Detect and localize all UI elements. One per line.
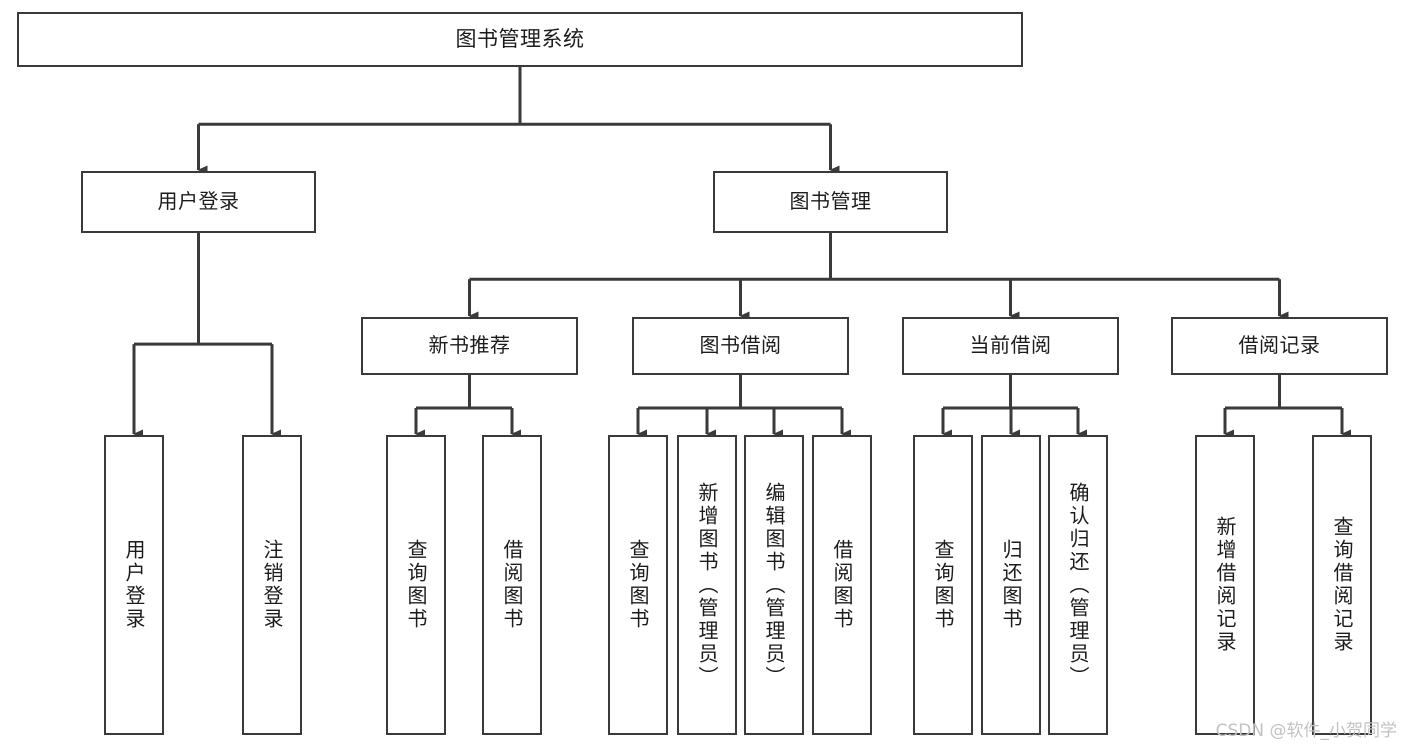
node-current-borrow[interactable]: 当前借阅 — [902, 317, 1119, 375]
leaf-return-book[interactable]: 归还图书 — [981, 435, 1041, 735]
connector-layer — [132, 67, 1351, 439]
leaf-confirm-return-admin[interactable]: 确认归还（管理员） — [1048, 435, 1108, 735]
node-book-borrow[interactable]: 图书借阅 — [632, 317, 849, 375]
leaf-label-confirm-return-admin: 确认归还（管理员） — [1066, 481, 1090, 689]
node-label-borrow-record: 借阅记录 — [1238, 333, 1321, 358]
node-label-book-borrow: 图书借阅 — [699, 333, 782, 358]
leaf-label-user-login: 用户登录 — [122, 539, 146, 631]
leaf-label-add-book-admin: 新增图书（管理员） — [695, 481, 719, 689]
leaf-label-add-borrow-record: 新增借阅记录 — [1213, 516, 1237, 654]
leaf-borrow-book-b[interactable]: 借阅图书 — [812, 435, 872, 735]
leaf-logout-login[interactable]: 注销登录 — [242, 435, 302, 735]
leaf-label-borrow-book-b: 借阅图书 — [830, 539, 854, 631]
leaf-user-login[interactable]: 用户登录 — [104, 435, 164, 735]
leaf-label-query-borrow-record: 查询借阅记录 — [1330, 516, 1354, 654]
leaf-query-book-a[interactable]: 查询图书 — [386, 435, 446, 735]
node-label-new-book-recommend: 新书推荐 — [428, 333, 511, 358]
leaf-borrow-book-a[interactable]: 借阅图书 — [482, 435, 542, 735]
node-label-book-management: 图书管理 — [789, 189, 872, 214]
leaf-label-return-book: 归还图书 — [999, 539, 1023, 631]
node-label-user-login: 用户登录 — [157, 189, 240, 214]
node-label-root: 图书管理系统 — [455, 27, 585, 52]
leaf-add-borrow-record[interactable]: 新增借阅记录 — [1195, 435, 1255, 735]
leaf-label-query-book-b: 查询图书 — [626, 539, 650, 631]
node-label-current-borrow: 当前借阅 — [969, 333, 1052, 358]
leaf-label-borrow-book-a: 借阅图书 — [500, 539, 524, 631]
leaf-label-logout-login: 注销登录 — [260, 539, 284, 631]
node-new-book-recommend[interactable]: 新书推荐 — [361, 317, 578, 375]
leaf-edit-book-admin[interactable]: 编辑图书（管理员） — [744, 435, 804, 735]
leaf-query-book-b[interactable]: 查询图书 — [608, 435, 668, 735]
leaf-add-book-admin[interactable]: 新增图书（管理员） — [677, 435, 737, 735]
node-borrow-record[interactable]: 借阅记录 — [1171, 317, 1388, 375]
leaf-query-borrow-record[interactable]: 查询借阅记录 — [1312, 435, 1372, 735]
leaf-query-book-c[interactable]: 查询图书 — [913, 435, 973, 735]
leaf-label-query-book-a: 查询图书 — [404, 539, 428, 631]
node-book-management[interactable]: 图书管理 — [713, 171, 948, 233]
node-user-login[interactable]: 用户登录 — [81, 171, 316, 233]
leaf-label-edit-book-admin: 编辑图书（管理员） — [762, 481, 786, 689]
node-root[interactable]: 图书管理系统 — [17, 12, 1023, 67]
leaf-label-query-book-c: 查询图书 — [931, 539, 955, 631]
